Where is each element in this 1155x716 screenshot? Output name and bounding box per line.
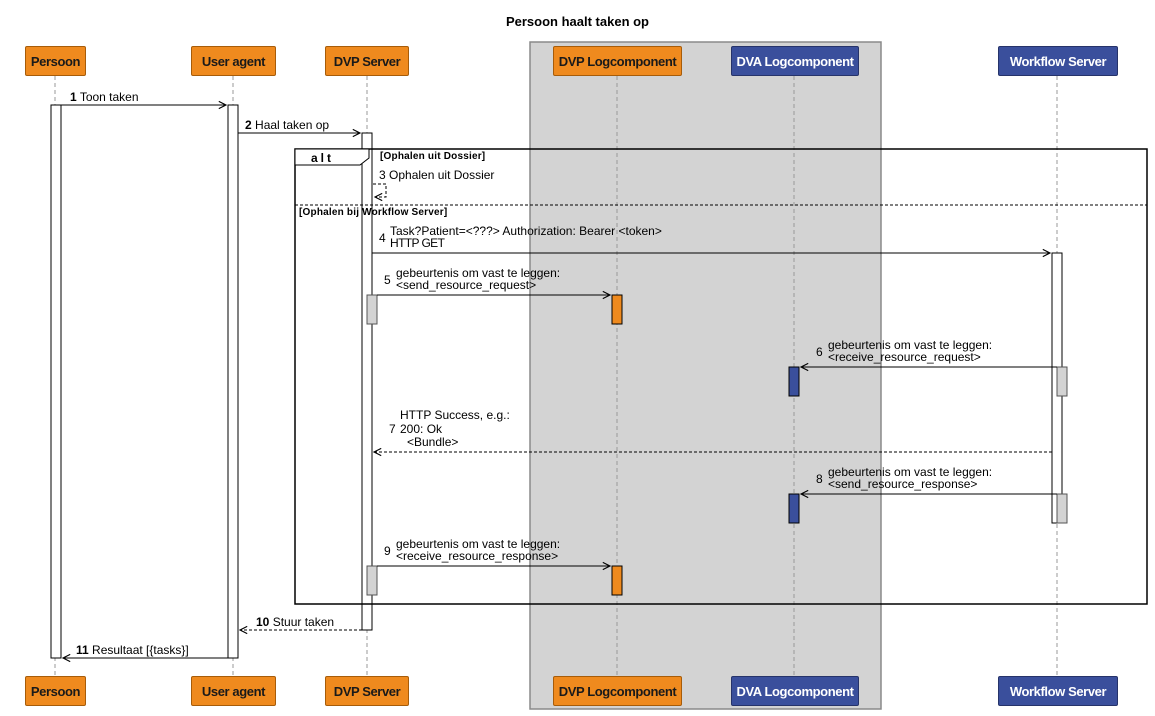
participant-dvp-server-bottom: DVP Server [325, 676, 409, 706]
message-5-line1: gebeurtenis om vast te leggen: [396, 266, 561, 280]
message-3: 3 Ophalen uit Dossier [379, 168, 495, 182]
message-3-number: 3 [379, 168, 386, 182]
message-10-number: 10 [256, 615, 270, 629]
participant-workflow-top: Workflow Server [998, 46, 1118, 76]
message-5-number: 5 [384, 273, 391, 287]
activation-dvp-server [361, 132, 373, 631]
message-9-line2: <receive_resource_response> [396, 549, 559, 563]
activation-dvp-server-log1 [366, 294, 378, 325]
message-10-text: Stuur taken [272, 615, 335, 629]
participant-user-agent-bottom: User agent [191, 676, 276, 706]
message-2: 2 Haal taken op [245, 118, 330, 132]
diagram-title: Persoon haalt taken op [505, 14, 650, 29]
alt-fragment-tab [294, 148, 370, 166]
message-1: 1 Toon taken [70, 90, 139, 104]
activation-workflow-log1 [1056, 366, 1068, 397]
alt-guard-workflow: [Ophalen bij Workflow Server] [299, 207, 448, 218]
message-2-text: Haal taken op [255, 118, 330, 132]
participant-persoon-bottom: Persoon [25, 676, 86, 706]
message-4-line1: Task?Patient=<???> Authorization: Bearer… [390, 224, 662, 238]
activation-dvp-server-log2 [366, 565, 378, 596]
activation-dvp-log-1 [611, 294, 623, 325]
participant-dvp-server-top: DVP Server [325, 46, 409, 76]
participant-dva-log-bottom: DVA Logcomponent [731, 676, 859, 706]
alt-guard-dossier: [Ophalen uit Dossier] [380, 151, 486, 162]
message-5-line2: <send_resource_request> [396, 278, 537, 292]
activation-persoon [50, 104, 62, 659]
activation-dva-log-1 [788, 366, 800, 397]
message-11-number: 11 [76, 643, 89, 657]
alt-fragment-frame [294, 148, 1148, 605]
message-8-number: 8 [816, 472, 823, 486]
alt-keyword: alt [311, 151, 335, 165]
participant-dva-log-top: DVA Logcomponent [731, 46, 859, 76]
message-9-number: 9 [384, 544, 391, 558]
message-6-line2: <receive_resource_request> [828, 350, 981, 364]
message-7-number: 7 [389, 422, 396, 436]
logcomponent-group-box [529, 41, 882, 710]
participant-workflow-bottom: Workflow Server [998, 676, 1118, 706]
participant-user-agent-top: User agent [191, 46, 276, 76]
arrow-3 [373, 183, 387, 197]
activation-user-agent [227, 104, 239, 659]
message-8-line1: gebeurtenis om vast te leggen: [828, 465, 993, 479]
message-1-text: Toon taken [79, 90, 139, 104]
message-7-line1: HTTP Success, e.g.: [400, 408, 510, 422]
activation-dva-log-2 [788, 493, 800, 524]
message-1-number: 1 [70, 90, 77, 104]
message-2-number: 2 [245, 118, 252, 132]
message-11: 11 Resultaat [{tasks}] [76, 643, 189, 657]
message-3-text: Ophalen uit Dossier [389, 168, 495, 182]
participant-persoon-top: Persoon [25, 46, 86, 76]
activation-workflow-log2 [1056, 493, 1068, 524]
message-7-line2: 200: Ok [400, 422, 443, 436]
message-6-number: 6 [816, 345, 823, 359]
message-9-line1: gebeurtenis om vast te leggen: [396, 537, 561, 551]
message-11-text: Resultaat [{tasks}] [92, 643, 189, 657]
participant-dvp-log-bottom: DVP Logcomponent [553, 676, 682, 706]
message-4-line2: HTTP GET [390, 236, 445, 250]
message-10: 10 Stuur taken [256, 615, 335, 629]
message-7-line3: <Bundle> [407, 435, 459, 449]
message-4-number: 4 [379, 231, 386, 245]
participant-dvp-log-top: DVP Logcomponent [553, 46, 682, 76]
activation-dvp-log-2 [611, 565, 623, 596]
message-8-line2: <send_resource_response> [828, 477, 978, 491]
message-6-line1: gebeurtenis om vast te leggen: [828, 338, 993, 352]
